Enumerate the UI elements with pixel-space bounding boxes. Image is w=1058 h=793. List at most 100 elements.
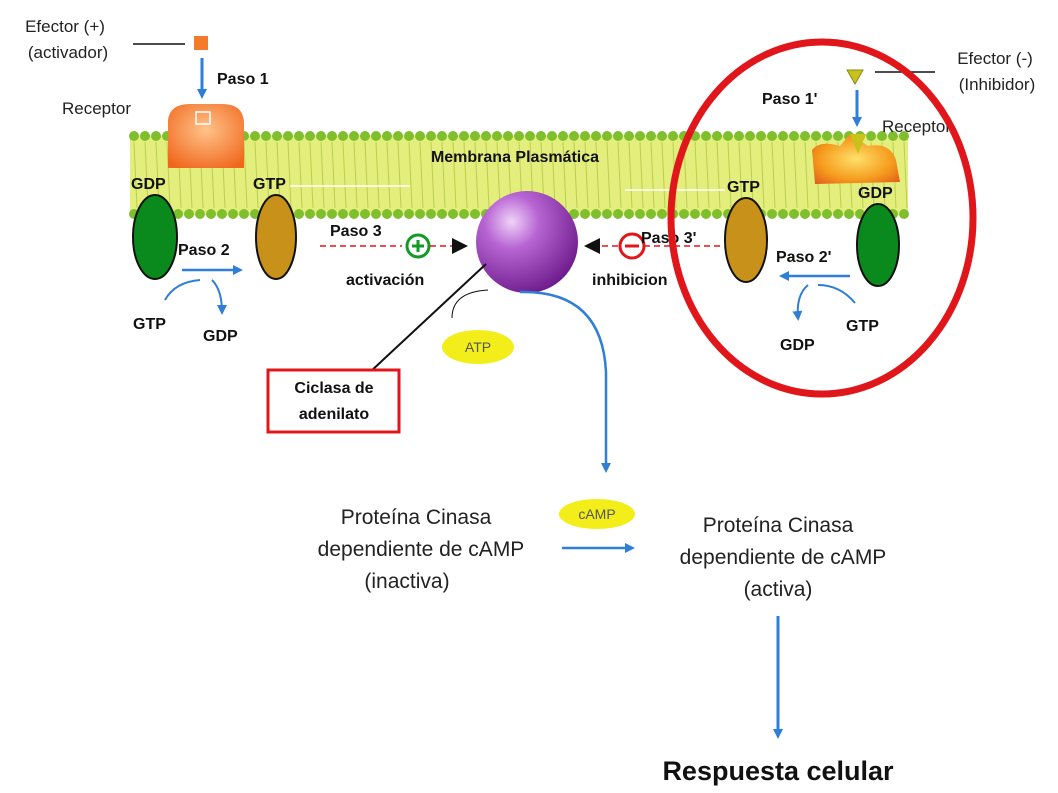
- lipid-head-top: [404, 131, 414, 141]
- lipid-head-top: [426, 131, 436, 141]
- lipid-head-bottom: [833, 209, 843, 219]
- pk-inactive-state: (inactiva): [364, 570, 449, 593]
- efector-neg-label: Efector (-): [957, 49, 1033, 68]
- lipid-head-top: [591, 131, 601, 141]
- lipid-head-bottom: [701, 209, 711, 219]
- gtp-right-curve: [817, 284, 856, 304]
- lipid-head-bottom: [173, 209, 183, 219]
- g-protein-gdp-left: [132, 194, 178, 280]
- lipid-tail: [903, 141, 908, 209]
- lipid-tail: [727, 141, 732, 209]
- efector-neg-sublabel: (Inhibidor): [959, 75, 1036, 94]
- lipid-head-top: [789, 131, 799, 141]
- lipid-head-top: [283, 131, 293, 141]
- paso2-label: Paso 2: [178, 242, 230, 259]
- lipid-head-top: [657, 131, 667, 141]
- lipid-head-bottom: [624, 209, 634, 219]
- lipid-tail: [738, 141, 743, 209]
- paso1-prime-label: Paso 1': [762, 91, 817, 108]
- lipid-tail: [353, 141, 358, 209]
- lipid-head-top: [624, 131, 634, 141]
- lipid-head-top: [525, 131, 535, 141]
- lipid-head-top: [393, 131, 403, 141]
- lipid-head-bottom: [459, 209, 469, 219]
- lipid-head-top: [800, 131, 810, 141]
- lipid-head-bottom: [371, 209, 381, 219]
- lipid-head-bottom: [239, 209, 249, 219]
- lipid-head-bottom: [217, 209, 227, 219]
- lipid-head-top: [558, 131, 568, 141]
- lipid-head-bottom: [338, 209, 348, 219]
- pk-active-state: (activa): [744, 578, 813, 601]
- lipid-tail: [595, 141, 600, 209]
- lipid-head-top: [646, 131, 656, 141]
- atp-tag: [442, 330, 514, 364]
- gdp-left-bottom-label: GDP: [203, 328, 238, 345]
- lipid-tail: [452, 141, 457, 209]
- lipid-head-bottom: [844, 209, 854, 219]
- g-protein-gdp-right: [856, 203, 900, 287]
- lipid-tail: [628, 141, 633, 209]
- gtp-right-bottom-label: GTP: [846, 318, 879, 335]
- lipid-head-top: [778, 131, 788, 141]
- lipid-head-bottom: [789, 209, 799, 219]
- lipid-head-bottom: [778, 209, 788, 219]
- lipid-tail: [606, 141, 611, 209]
- lipid-head-top: [668, 131, 678, 141]
- lipid-head-top: [459, 131, 469, 141]
- lipid-head-bottom: [470, 209, 480, 219]
- efector-pos-sublabel: (activador): [28, 43, 108, 62]
- ciclasa-label: Ciclasa de: [294, 380, 373, 397]
- lipid-head-bottom: [580, 209, 590, 219]
- lipid-tail: [408, 141, 413, 209]
- gdp-left-curve: [211, 279, 227, 315]
- lipid-tail: [386, 141, 391, 209]
- lipid-tail: [287, 141, 292, 209]
- lipid-tail: [474, 141, 479, 209]
- inhibicion-label: inhibicion: [592, 272, 668, 289]
- lipid-tail: [166, 141, 171, 209]
- lipid-head-bottom: [382, 209, 392, 219]
- lipid-tail: [496, 141, 501, 209]
- lipid-head-top: [899, 131, 909, 141]
- lipid-head-bottom: [360, 209, 370, 219]
- lipid-head-top: [613, 131, 623, 141]
- lipid-head-bottom: [767, 209, 777, 219]
- lipid-head-top: [382, 131, 392, 141]
- lipid-head-top: [316, 131, 326, 141]
- lipid-head-top: [338, 131, 348, 141]
- lipid-tail: [584, 141, 589, 209]
- inhibition-arrowhead: [584, 238, 600, 254]
- lipid-head-bottom: [349, 209, 359, 219]
- lipid-head-bottom: [811, 209, 821, 219]
- lipid-head-bottom: [327, 209, 337, 219]
- lipid-head-top: [547, 131, 557, 141]
- lipid-tail: [397, 141, 402, 209]
- lipid-head-bottom: [613, 209, 623, 219]
- lipid-tail: [419, 141, 424, 209]
- gtp-left-top-label: GTP: [253, 176, 286, 193]
- lipid-tail: [364, 141, 369, 209]
- lipid-tail: [133, 141, 138, 209]
- lipid-head-bottom: [437, 209, 447, 219]
- lipid-head-top: [481, 131, 491, 141]
- lipid-tail: [254, 141, 259, 209]
- g-protein-gtp-left: [255, 194, 297, 280]
- lipid-tail: [463, 141, 468, 209]
- lipid-head-bottom: [899, 209, 909, 219]
- receptor-left-label: Receptor: [62, 99, 131, 118]
- lipid-head-top: [767, 131, 777, 141]
- lipid-tail: [243, 141, 248, 209]
- gdp-right-bottom-label: GDP: [780, 337, 815, 354]
- lipid-head-top: [712, 131, 722, 141]
- lipid-head-top: [140, 131, 150, 141]
- inhibitory-pathway-highlight: [667, 38, 977, 398]
- atp-label: ATP: [465, 339, 491, 355]
- lipid-head-top: [635, 131, 645, 141]
- lipid-head-top: [723, 131, 733, 141]
- lipid-head-top: [701, 131, 711, 141]
- paso2-prime-label: Paso 2': [776, 249, 831, 266]
- receptor-left-site: [195, 111, 211, 125]
- lipid-head-top: [888, 131, 898, 141]
- lipid-head-top: [811, 131, 821, 141]
